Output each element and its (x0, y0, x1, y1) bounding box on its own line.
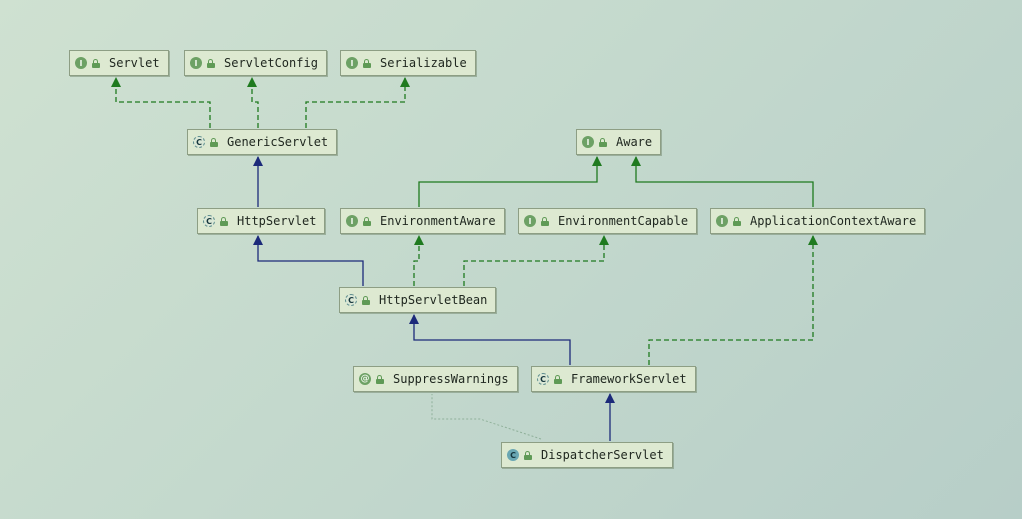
node-label: HttpServletBean (379, 293, 488, 307)
abstract-class-icon: C (193, 136, 205, 148)
edge-genericservlet-servlet (111, 77, 211, 128)
lock-icon (376, 374, 385, 384)
lock-icon (554, 374, 563, 384)
lock-icon (363, 58, 372, 68)
edge-frameworkservlet-httpservletbean (409, 314, 571, 365)
abstract-class-icon: C (345, 294, 357, 306)
node-httpservletbean[interactable]: C HttpServletBean (339, 287, 497, 313)
interface-icon: I (190, 57, 202, 69)
node-label: ApplicationContextAware (750, 214, 917, 228)
lock-icon (207, 58, 216, 68)
interface-icon: I (524, 215, 536, 227)
node-applicationcontextaware[interactable]: I ApplicationContextAware (710, 208, 926, 234)
node-label: SuppressWarnings (393, 372, 509, 386)
class-icon: C (507, 449, 519, 461)
abstract-class-icon: C (537, 373, 549, 385)
interface-icon: I (582, 136, 594, 148)
edge-genericservlet-servletconfig (247, 77, 259, 128)
node-label: HttpServlet (237, 214, 317, 228)
interface-icon: I (346, 57, 358, 69)
node-environmentcapable[interactable]: I EnvironmentCapable (518, 208, 698, 234)
node-environmentaware[interactable]: I EnvironmentAware (340, 208, 505, 234)
edge-environmentaware-aware (418, 156, 602, 207)
node-label: FrameworkServlet (571, 372, 687, 386)
node-serializable[interactable]: I Serializable (340, 50, 476, 76)
interface-icon: I (75, 57, 87, 69)
lock-icon (362, 295, 371, 305)
interface-icon: I (716, 215, 728, 227)
interface-icon: I (346, 215, 358, 227)
node-servletconfig[interactable]: I ServletConfig (184, 50, 327, 76)
lock-icon (210, 137, 219, 147)
lock-icon (524, 450, 533, 460)
edge-frameworkservlet-applicationcontextaware (648, 235, 818, 365)
node-label: ServletConfig (224, 56, 318, 70)
node-genericservlet[interactable]: C GenericServlet (187, 129, 338, 155)
annotation-icon: @ (359, 373, 371, 385)
edge-dispatcherservlet-suppresswarnings (431, 394, 542, 440)
edge-httpservletbean-environmentcapable (463, 235, 609, 286)
node-aware[interactable]: I Aware (576, 129, 662, 155)
node-label: Servlet (109, 56, 160, 70)
edge-httpservletbean-environmentaware (413, 235, 424, 286)
lock-icon (92, 58, 101, 68)
lock-icon (733, 216, 742, 226)
lock-icon (541, 216, 550, 226)
node-frameworkservlet[interactable]: C FrameworkServlet (531, 366, 696, 392)
lock-icon (220, 216, 229, 226)
node-label: Aware (616, 135, 653, 149)
node-label: EnvironmentCapable (558, 214, 689, 228)
edge-applicationcontextaware-aware (631, 156, 814, 207)
edge-genericservlet-serializable (305, 77, 410, 128)
lock-icon (599, 137, 608, 147)
node-servlet[interactable]: I Servlet (69, 50, 169, 76)
node-label: EnvironmentAware (380, 214, 496, 228)
abstract-class-icon: C (203, 215, 215, 227)
node-suppresswarnings[interactable]: @ SuppressWarnings (353, 366, 518, 392)
node-label: DispatcherServlet (541, 448, 664, 462)
node-label: GenericServlet (227, 135, 329, 149)
lock-icon (363, 216, 372, 226)
edge-httpservletbean-httpservlet (253, 235, 364, 286)
node-label: Serializable (380, 56, 467, 70)
node-httpservlet[interactable]: C HttpServlet (197, 208, 326, 234)
node-dispatcherservlet[interactable]: C DispatcherServlet (501, 442, 673, 468)
